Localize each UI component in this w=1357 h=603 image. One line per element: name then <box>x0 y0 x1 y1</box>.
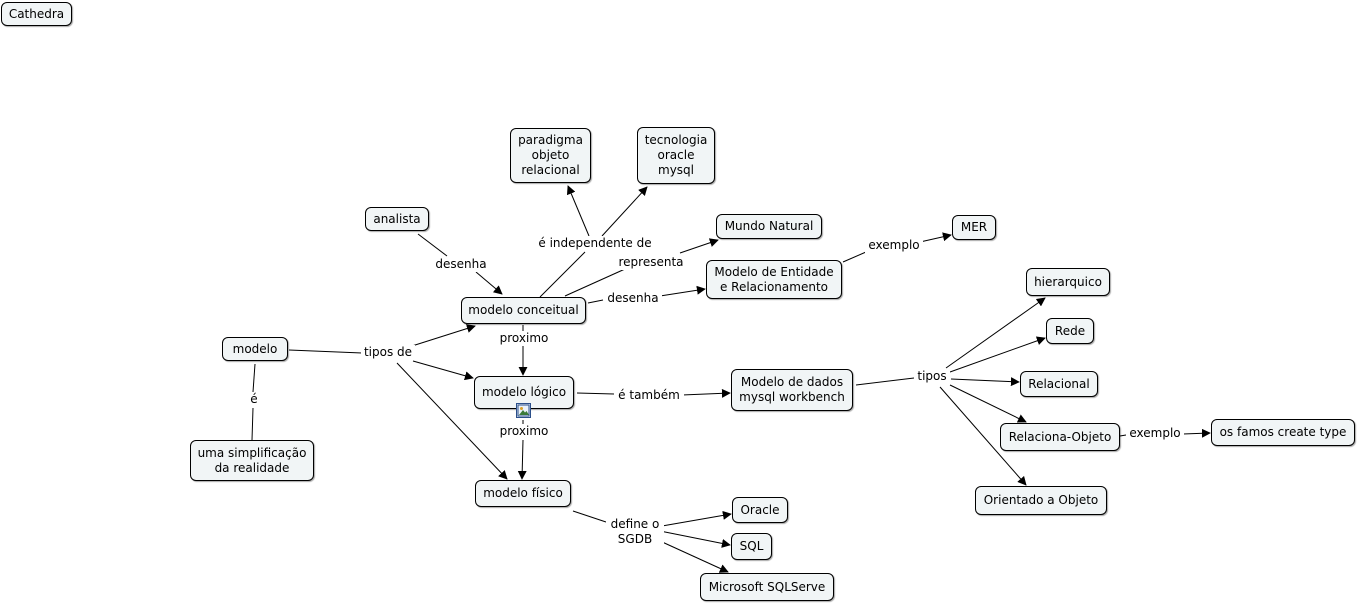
line-relacionaobjeto-exemplo <box>1119 434 1127 437</box>
line-tipos-orientado <box>939 386 1027 486</box>
node-tecnologia[interactable]: tecnologia oracle mysql <box>637 127 715 184</box>
line-tipos-relacionaobjeto <box>949 384 1027 423</box>
line-define-sql <box>659 530 731 548</box>
line-logico-tambem <box>576 392 615 395</box>
line-tipos-hierarquico <box>945 297 1046 369</box>
node-paradigma[interactable]: paradigma objeto relacional <box>510 128 591 183</box>
node-mer-modelo[interactable]: Modelo de Entidade e Relacionamento <box>706 260 842 299</box>
title-badge: Cathedra <box>1 2 72 26</box>
line-independente-paradigma <box>566 185 590 237</box>
label-independente: é independente de <box>536 236 654 251</box>
label-exemplo-createtype: exemplo <box>1126 426 1184 441</box>
node-mundo-natural[interactable]: Mundo Natural <box>716 214 822 239</box>
label-define-sgdb: define o SGDB <box>606 517 664 547</box>
line-modelo-e <box>252 363 256 393</box>
line-exemplo-mer <box>919 232 952 243</box>
node-sqlserver[interactable]: Microsoft SQLServe <box>700 573 834 601</box>
node-modelo[interactable]: modelo <box>222 337 288 361</box>
label-representa: representa <box>616 255 686 270</box>
line-tipos-rede <box>949 336 1046 373</box>
line-mermodelo-exemplo <box>842 251 867 263</box>
node-workbench[interactable]: Modelo de dados mysql workbench <box>731 369 853 411</box>
line-conceitual-representa <box>564 268 626 297</box>
node-sql[interactable]: SQL <box>731 533 772 560</box>
node-modelo-fisico[interactable]: modelo físico <box>475 480 571 507</box>
node-relaciona-objeto[interactable]: Relaciona-Objeto <box>1000 423 1120 451</box>
label-desenha-mer: desenha <box>604 291 662 306</box>
line-analista-desenha <box>417 233 448 257</box>
node-relacional[interactable]: Relacional <box>1020 371 1098 397</box>
label-proximo-conceitual: proximo <box>496 331 552 346</box>
node-mer[interactable]: MER <box>952 215 996 240</box>
line-tiposde-conceitual <box>411 324 476 347</box>
line-desenha-conceitual <box>475 271 503 295</box>
line-tipos-relacional <box>950 377 1020 387</box>
label-exemplo-mer: exemplo <box>865 238 923 253</box>
line-modelo-tiposde <box>288 349 363 354</box>
line-independente-tecnologia <box>601 186 648 237</box>
node-simplificacao[interactable]: uma simplificação da realidade <box>190 440 314 481</box>
label-tipos-de: tipos de <box>361 345 415 360</box>
node-rede[interactable]: Rede <box>1046 318 1094 344</box>
image-icon[interactable] <box>516 403 531 418</box>
line-fisico-define <box>572 510 607 523</box>
label-e: é <box>246 392 262 407</box>
label-tipos: tipos <box>914 369 950 384</box>
line-define-oracle <box>661 510 732 527</box>
line-desenha2-mer <box>659 285 706 297</box>
line-tambem-workbench <box>681 388 731 398</box>
node-hierarquico[interactable]: hierarquico <box>1026 268 1110 296</box>
node-analista[interactable]: analista <box>365 207 429 231</box>
node-create-type[interactable]: os famos create type <box>1211 419 1355 446</box>
line-define-sqlserver <box>659 540 729 573</box>
node-oracle[interactable]: Oracle <box>732 497 788 523</box>
line-exemplo-createtype <box>1182 428 1211 438</box>
label-proximo-logico: proximo <box>496 424 552 439</box>
line-conceitual-independente <box>539 251 586 298</box>
node-orientado-objeto[interactable]: Orientado a Objeto <box>975 486 1107 515</box>
line-workbench-tipos <box>855 377 915 386</box>
line-representa-mundo <box>679 238 719 254</box>
line-tiposde-logico <box>412 360 474 381</box>
line-tiposde-fisico <box>396 362 508 480</box>
line-conceitual-desenha2 <box>587 299 604 304</box>
label-desenha-analista: desenha <box>433 257 489 272</box>
label-tambem: é também <box>614 388 684 403</box>
node-modelo-conceitual[interactable]: modelo conceitual <box>461 297 586 324</box>
line-e-simplificacao <box>251 407 254 441</box>
line-proximo-fisico <box>517 439 527 480</box>
